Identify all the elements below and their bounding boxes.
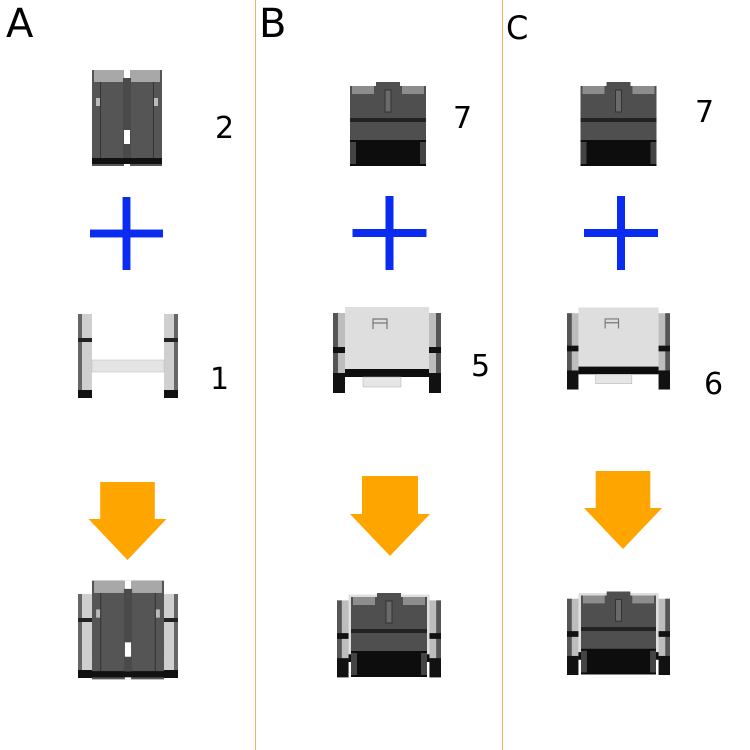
part-5-image xyxy=(333,307,441,393)
assembled-result-c xyxy=(567,591,670,676)
part-number: 1 xyxy=(210,362,230,397)
plus-icon xyxy=(584,196,658,270)
part-6-image xyxy=(567,305,670,392)
part-number: 2 xyxy=(215,111,235,146)
plus-icon xyxy=(352,196,427,270)
part-7-image xyxy=(350,82,426,166)
part-number: 6 xyxy=(704,367,724,402)
part-number: 7 xyxy=(695,95,715,130)
part-number: 5 xyxy=(471,349,491,384)
plus-icon xyxy=(90,197,163,270)
arrow-down-icon xyxy=(584,470,662,550)
assembled-result-b xyxy=(337,592,441,679)
part-number: 7 xyxy=(453,101,473,136)
part-7-image xyxy=(580,82,657,166)
column-divider xyxy=(255,0,256,750)
assembled-result-a xyxy=(78,580,178,680)
arrow-down-icon xyxy=(88,482,167,560)
column-label-b: B xyxy=(259,1,287,47)
part-1-image xyxy=(78,310,178,400)
column-label-c: C xyxy=(506,9,529,47)
part-2-image xyxy=(92,70,162,166)
arrow-down-icon xyxy=(350,476,430,556)
column-divider xyxy=(502,0,503,750)
column-label-a: A xyxy=(6,1,34,47)
